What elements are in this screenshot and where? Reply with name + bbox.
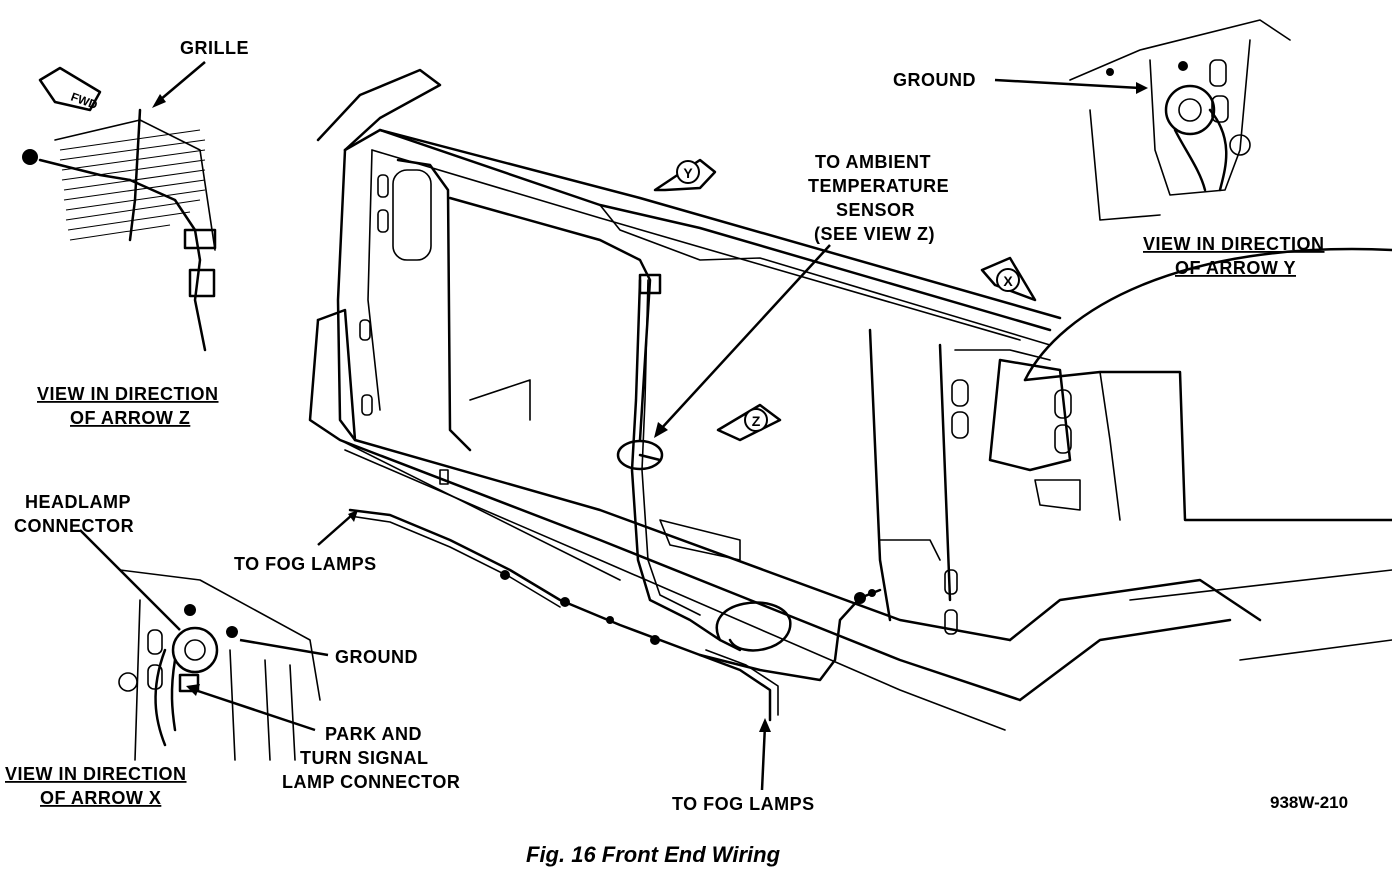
- inset-view-y: GROUND VIEW IN DIRECTION OF ARROW Y: [893, 19, 1325, 278]
- radiator-support-drawing: [308, 68, 1392, 731]
- label-ground-left: GROUND: [335, 647, 418, 667]
- arrow-x-letter: X: [1003, 273, 1013, 289]
- label-ambient-line3: SENSOR: [836, 200, 915, 220]
- wiring-harness: [348, 273, 882, 722]
- label-grille: GRILLE: [180, 38, 249, 58]
- label-view-z-line2: OF ARROW Z: [70, 408, 190, 428]
- label-park-turn-line3: LAMP CONNECTOR: [282, 772, 460, 792]
- arrow-marker-x: X: [980, 256, 1037, 302]
- figure-reference-number: 938W-210: [1270, 793, 1348, 812]
- label-park-turn-line1: PARK AND: [325, 724, 422, 744]
- label-headlamp-connector-line1: HEADLAMP: [25, 492, 131, 512]
- label-view-x-line1: VIEW IN DIRECTION: [5, 764, 187, 784]
- label-view-x-line2: OF ARROW X: [40, 788, 161, 808]
- label-ground-right: GROUND: [893, 70, 976, 90]
- label-view-y-line1: VIEW IN DIRECTION: [1143, 234, 1325, 254]
- inset-view-z: FWD GRILLE VIEW IN DIRECTION OF ARROW Z: [22, 38, 249, 428]
- arrow-y-letter: Y: [683, 165, 693, 181]
- arrow-marker-y: Y: [653, 158, 717, 192]
- label-ambient-line4: (SEE VIEW Z): [814, 224, 935, 244]
- figure-caption: Fig. 16 Front End Wiring: [526, 842, 781, 867]
- inset-view-x: HEADLAMP CONNECTOR GROUND PARK AND TURN …: [5, 492, 460, 808]
- label-to-fog-lamps-bottom: TO FOG LAMPS: [672, 794, 815, 814]
- main-callouts: TO AMBIENT TEMPERATURE SENSOR (SEE VIEW …: [234, 152, 949, 814]
- label-ambient-line2: TEMPERATURE: [808, 176, 949, 196]
- label-park-turn-line2: TURN SIGNAL: [300, 748, 429, 768]
- label-view-y-line2: OF ARROW Y: [1175, 258, 1296, 278]
- label-view-z-line1: VIEW IN DIRECTION: [37, 384, 219, 404]
- arrow-marker-z: Z: [716, 403, 782, 442]
- label-to-fog-lamps-left: TO FOG LAMPS: [234, 554, 377, 574]
- label-headlamp-connector-line2: CONNECTOR: [14, 516, 134, 536]
- arrow-z-letter: Z: [752, 413, 761, 429]
- label-ambient-line1: TO AMBIENT: [815, 152, 931, 172]
